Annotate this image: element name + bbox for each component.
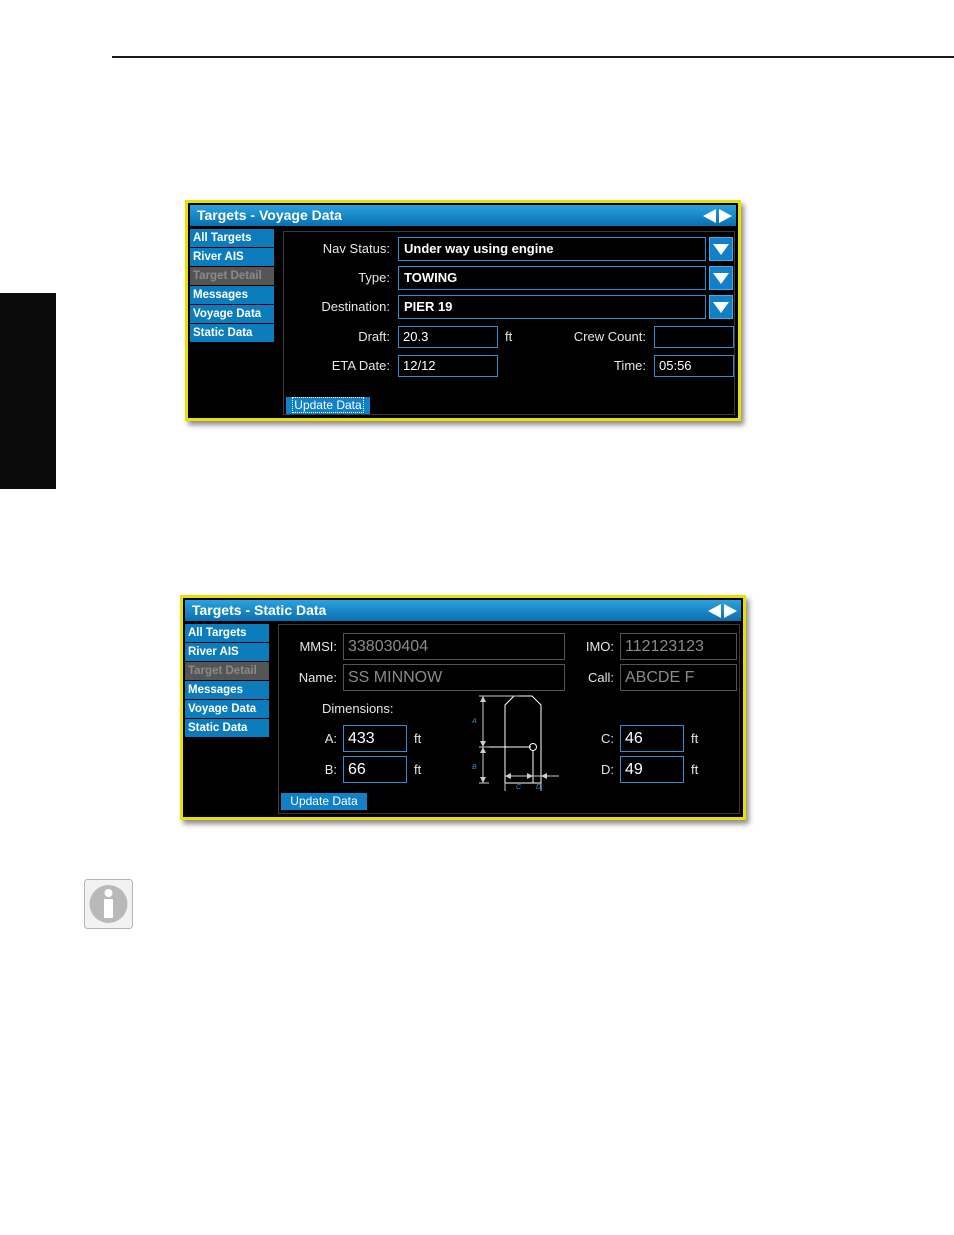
type-dropdown-arrow-icon[interactable] xyxy=(709,266,733,290)
destination-dropdown-arrow-icon[interactable] xyxy=(709,295,733,319)
menu-item-target-detail: Target Detail xyxy=(185,662,269,680)
menu-item-voyage-data[interactable]: Voyage Data xyxy=(190,305,274,323)
type-label: Type: xyxy=(358,270,390,285)
title-bar: Targets - Voyage Data xyxy=(190,205,736,226)
voyage-content-panel: Nav Status: Under way using engine Type:… xyxy=(283,231,735,415)
static-data-window: Targets - Static Data All Targets River … xyxy=(180,595,746,820)
nav-arrows xyxy=(708,604,737,618)
targets-menu: All Targets River AIS Target Detail Mess… xyxy=(190,229,274,343)
dim-c-unit: ft xyxy=(691,731,699,746)
dim-b-label: B: xyxy=(324,762,337,777)
menu-item-river-ais[interactable]: River AIS xyxy=(190,248,274,266)
imo-field: 112123123 xyxy=(620,633,737,660)
mmsi-field: 338030404 xyxy=(343,633,565,660)
ship-outline xyxy=(504,695,542,784)
crew-count-label: Crew Count: xyxy=(573,329,646,344)
imo-label: IMO: xyxy=(585,639,614,654)
menu-item-target-detail: Target Detail xyxy=(190,267,274,285)
destination-select[interactable]: PIER 19 xyxy=(398,295,706,319)
time-label: Time: xyxy=(613,358,646,373)
voyage-data-window: Targets - Voyage Data All Targets River … xyxy=(185,200,741,421)
ship-dimension-diagram: A B C D xyxy=(471,695,559,791)
dim-c-input[interactable]: 46 xyxy=(620,725,684,752)
diagram-label-d: D xyxy=(536,784,541,791)
dim-c-label: C: xyxy=(601,731,614,746)
type-select[interactable]: TOWING xyxy=(398,266,706,290)
dim-d-input[interactable]: 49 xyxy=(620,756,684,783)
window-title: Targets - Static Data xyxy=(192,602,327,618)
static-content-panel: MMSI: 338030404 IMO: 112123123 Name: SS … xyxy=(278,624,740,814)
dim-b-input[interactable]: 66 xyxy=(343,756,407,783)
call-label: Call: xyxy=(587,670,614,685)
menu-item-messages[interactable]: Messages xyxy=(190,286,274,304)
crew-count-input[interactable] xyxy=(654,326,734,348)
draft-label: Draft: xyxy=(358,329,390,344)
right-arrow-icon[interactable] xyxy=(719,209,732,223)
draft-unit: ft xyxy=(505,329,513,344)
dim-a-label: A: xyxy=(324,731,337,746)
name-label: Name: xyxy=(298,670,337,685)
header-rule xyxy=(112,56,954,58)
dimensions-label: Dimensions: xyxy=(322,701,394,716)
title-bar: Targets - Static Data xyxy=(185,600,741,621)
nav-status-label: Nav Status: xyxy=(322,241,390,256)
destination-label: Destination: xyxy=(321,299,390,314)
menu-item-all-targets[interactable]: All Targets xyxy=(190,229,274,247)
left-arrow-icon[interactable] xyxy=(703,209,716,223)
dim-d-unit: ft xyxy=(691,762,699,777)
dim-d-label: D: xyxy=(601,762,614,777)
update-data-button[interactable]: Update Data xyxy=(281,793,367,810)
info-icon xyxy=(84,879,133,929)
menu-item-voyage-data[interactable]: Voyage Data xyxy=(185,700,269,718)
eta-date-input[interactable]: 12/12 xyxy=(398,355,498,377)
time-input[interactable]: 05:56 xyxy=(654,355,734,377)
update-data-label: Update Data xyxy=(292,397,364,413)
diagram-label-c: C xyxy=(516,784,522,791)
right-arrow-icon[interactable] xyxy=(724,604,737,618)
eta-date-label: ETA Date: xyxy=(331,358,390,373)
draft-input[interactable]: 20.3 xyxy=(398,326,498,348)
diagram-label-b: B xyxy=(472,764,477,771)
chapter-side-tab xyxy=(0,293,56,489)
name-field: SS MINNOW xyxy=(343,664,565,691)
dim-b-unit: ft xyxy=(414,762,422,777)
mmsi-label: MMSI: xyxy=(299,639,337,654)
dim-a-input[interactable]: 433 xyxy=(343,725,407,752)
menu-item-river-ais[interactable]: River AIS xyxy=(185,643,269,661)
window-title: Targets - Voyage Data xyxy=(197,207,342,223)
targets-menu: All Targets River AIS Target Detail Mess… xyxy=(185,624,269,738)
update-data-button[interactable]: Update Data xyxy=(286,397,370,414)
left-arrow-icon[interactable] xyxy=(708,604,721,618)
diagram-label-a: A xyxy=(471,718,477,725)
nav-arrows xyxy=(703,209,732,223)
call-field: ABCDE F xyxy=(620,664,737,691)
menu-item-static-data[interactable]: Static Data xyxy=(190,324,274,342)
nav-status-select[interactable]: Under way using engine xyxy=(398,237,706,261)
menu-item-all-targets[interactable]: All Targets xyxy=(185,624,269,642)
menu-item-static-data[interactable]: Static Data xyxy=(185,719,269,737)
dim-a-unit: ft xyxy=(414,731,422,746)
nav-status-dropdown-arrow-icon[interactable] xyxy=(709,237,733,261)
menu-item-messages[interactable]: Messages xyxy=(185,681,269,699)
